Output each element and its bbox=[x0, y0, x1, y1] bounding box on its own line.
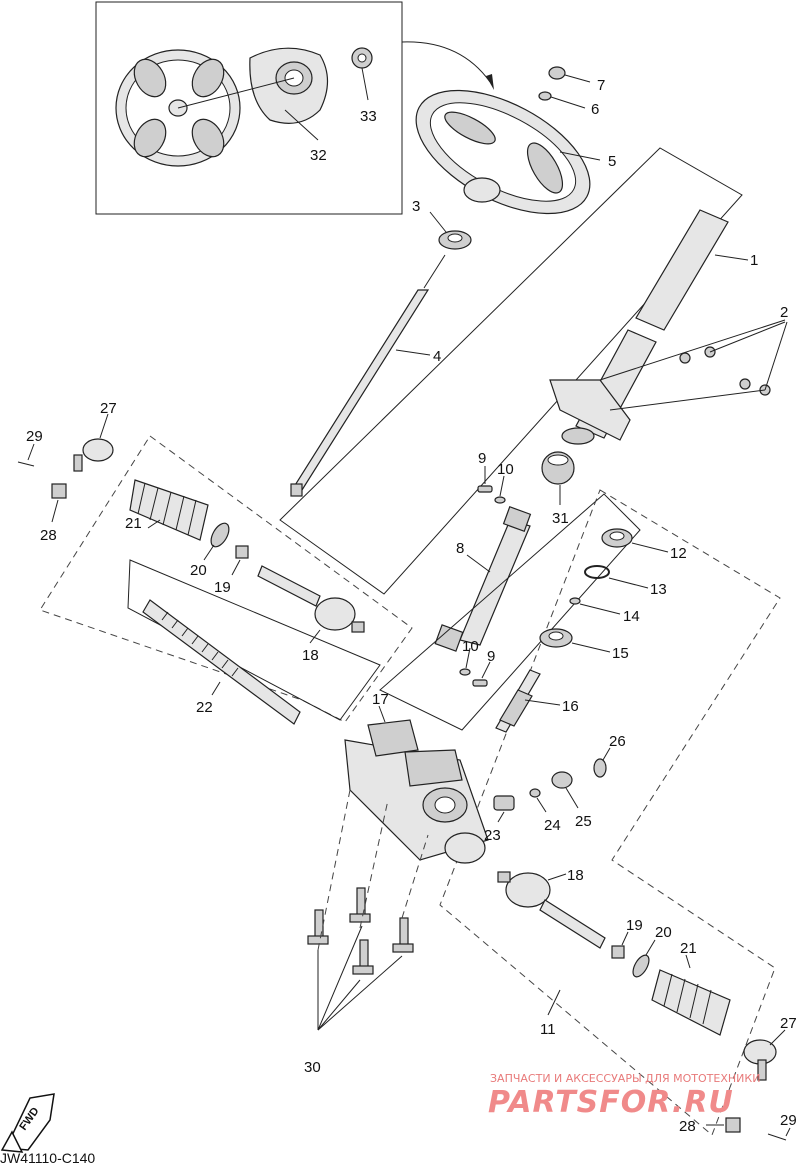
callout-27-left: 27 bbox=[100, 400, 117, 417]
pinion-16 bbox=[495, 669, 541, 733]
callout-6: 6 bbox=[591, 101, 599, 118]
bushing-23 bbox=[493, 795, 515, 811]
circlip-13 bbox=[584, 565, 610, 579]
callout-19-right: 19 bbox=[626, 917, 643, 934]
callout-3: 3 bbox=[412, 198, 420, 215]
callout-24: 24 bbox=[544, 817, 561, 834]
washer-14 bbox=[569, 597, 581, 605]
bolt-9-lower bbox=[472, 679, 488, 687]
callout-20-right: 20 bbox=[655, 924, 672, 941]
steering-shaft-4 bbox=[290, 254, 446, 497]
washer-10-upper bbox=[494, 496, 506, 504]
rack-22 bbox=[142, 599, 301, 725]
inset-pointer-arrowhead bbox=[486, 74, 494, 90]
callout-23: 23 bbox=[484, 827, 501, 844]
seal-12 bbox=[601, 528, 633, 548]
bushing-31 bbox=[541, 451, 575, 485]
callout-14: 14 bbox=[623, 608, 640, 625]
callout-1: 1 bbox=[750, 252, 758, 269]
gear-housing-11 bbox=[344, 719, 489, 864]
nut-7 bbox=[548, 66, 566, 80]
column-frame bbox=[279, 147, 743, 595]
nut-28-left bbox=[51, 483, 67, 499]
rack-frame bbox=[127, 559, 381, 721]
callout-9-lower: 9 bbox=[487, 648, 495, 665]
inset-nut bbox=[351, 47, 373, 69]
washer-19-right bbox=[611, 945, 625, 959]
tie-rod-18-right bbox=[497, 871, 606, 949]
callout-4: 4 bbox=[433, 348, 441, 365]
bearing-15 bbox=[539, 628, 573, 648]
callout-5: 5 bbox=[608, 153, 616, 170]
callout-22: 22 bbox=[196, 699, 213, 716]
boot-21-right bbox=[651, 969, 731, 1036]
callout-12: 12 bbox=[670, 545, 687, 562]
callout-20-left: 20 bbox=[190, 562, 207, 579]
watermark-tagline: ЗАПЧАСТИ И АКСЕССУАРЫ ДЛЯ МОТОТЕХНИКИ bbox=[490, 1072, 760, 1085]
steering-wheel bbox=[415, 89, 591, 215]
callout-8: 8 bbox=[456, 540, 464, 557]
cotter-pin-29-left bbox=[17, 461, 35, 467]
callout-32: 32 bbox=[310, 147, 327, 164]
callout-15: 15 bbox=[612, 645, 629, 662]
callout-16: 16 bbox=[562, 698, 579, 715]
watermark-logo: PARTSFOR.RU bbox=[488, 1085, 734, 1120]
washer-10-lower bbox=[459, 668, 471, 676]
inset-wheel-cap bbox=[249, 47, 329, 124]
callout-27-right: 27 bbox=[780, 1015, 797, 1032]
tie-rod-end-27-right bbox=[743, 1039, 777, 1081]
callout-25: 25 bbox=[575, 813, 592, 830]
nut-25 bbox=[551, 771, 573, 789]
tie-rod-end-27-left bbox=[73, 438, 114, 472]
callout-7: 7 bbox=[597, 77, 605, 94]
callout-2: 2 bbox=[780, 304, 788, 321]
inset-pointer-arrow bbox=[401, 41, 491, 83]
diagram-code: JW41110-C140 bbox=[0, 1150, 95, 1165]
joint-frame bbox=[379, 493, 641, 731]
cap-26 bbox=[593, 758, 607, 778]
callout-17: 17 bbox=[372, 691, 389, 708]
boot-21-left bbox=[129, 479, 209, 541]
callout-26: 26 bbox=[609, 733, 626, 750]
callout-13: 13 bbox=[650, 581, 667, 598]
callout-18-right: 18 bbox=[567, 867, 584, 884]
fwd-arrow-icon: FWD bbox=[0, 1093, 55, 1153]
callout-9-upper: 9 bbox=[478, 450, 486, 467]
nut-24 bbox=[529, 788, 541, 798]
callout-19-left: 19 bbox=[214, 579, 231, 596]
pinion-group-outline bbox=[439, 489, 781, 1136]
callout-30: 30 bbox=[304, 1059, 321, 1076]
clamp-20-left bbox=[210, 522, 230, 548]
callout-29-left: 29 bbox=[26, 428, 43, 445]
bolt-9-upper bbox=[477, 485, 493, 493]
clamp-20-right bbox=[632, 954, 650, 978]
bushing-3 bbox=[438, 230, 472, 250]
callout-29-right: 29 bbox=[780, 1112, 797, 1129]
callout-33: 33 bbox=[360, 108, 377, 125]
callout-21-left: 21 bbox=[125, 515, 142, 532]
nut-28-right bbox=[725, 1117, 741, 1133]
callout-18-left: 18 bbox=[302, 647, 319, 664]
callout-31: 31 bbox=[552, 510, 569, 527]
universal-joint-8 bbox=[434, 506, 532, 652]
callout-28-right: 28 bbox=[679, 1118, 696, 1135]
washer-6 bbox=[538, 91, 552, 101]
callout-11: 11 bbox=[540, 1021, 556, 1038]
callout-10-lower: 10 bbox=[462, 638, 479, 655]
callout-10-upper: 10 bbox=[497, 461, 514, 478]
callout-28-left: 28 bbox=[40, 527, 57, 544]
tie-rod-18-left bbox=[257, 565, 365, 633]
cotter-pin-29-right bbox=[767, 1133, 787, 1141]
mounting-bolts-30 bbox=[307, 887, 414, 975]
rack-group-outline bbox=[39, 435, 413, 723]
inset-detail-box: 33 32 bbox=[95, 1, 403, 215]
washer-19-left bbox=[235, 545, 249, 559]
callout-21-right: 21 bbox=[680, 940, 697, 957]
